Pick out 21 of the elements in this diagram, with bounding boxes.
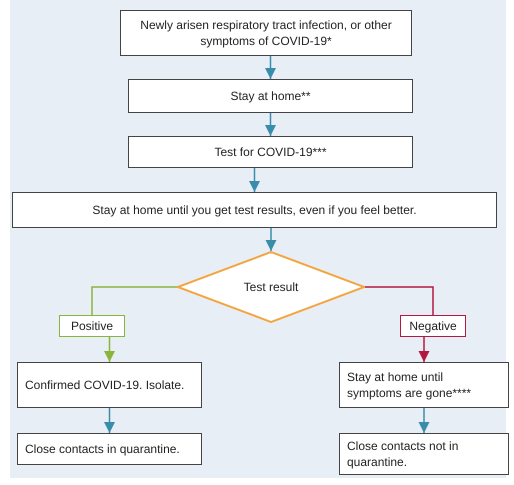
process-box: Stay at home** bbox=[128, 79, 413, 113]
branch-label: Positive bbox=[59, 315, 125, 337]
process-box: Stay at home until symptoms are gone**** bbox=[339, 362, 509, 408]
process-box: Stay at home until you get test results, even if you feel better. bbox=[12, 192, 497, 228]
arrow bbox=[104, 337, 115, 362]
connector-line bbox=[365, 286, 434, 315]
connector-line bbox=[91, 286, 177, 315]
process-box: Newly arisen respiratory tract infection, or other symptoms of COVID-19* bbox=[120, 10, 412, 56]
arrow bbox=[249, 168, 260, 192]
branch-label: Negative bbox=[400, 315, 466, 337]
arrow bbox=[265, 113, 276, 136]
process-box: Close contacts not in quarantine. bbox=[339, 433, 509, 475]
process-box: Test for COVID-19*** bbox=[128, 136, 413, 168]
arrow bbox=[265, 56, 276, 79]
arrow bbox=[104, 408, 115, 433]
decision-text: Test result bbox=[244, 278, 298, 296]
arrow bbox=[266, 228, 276, 251]
process-box: Confirmed COVID-19. Isolate. bbox=[17, 362, 202, 408]
process-box: Close contacts in quarantine. bbox=[17, 433, 202, 465]
arrow bbox=[418, 337, 430, 362]
arrow bbox=[418, 408, 430, 433]
